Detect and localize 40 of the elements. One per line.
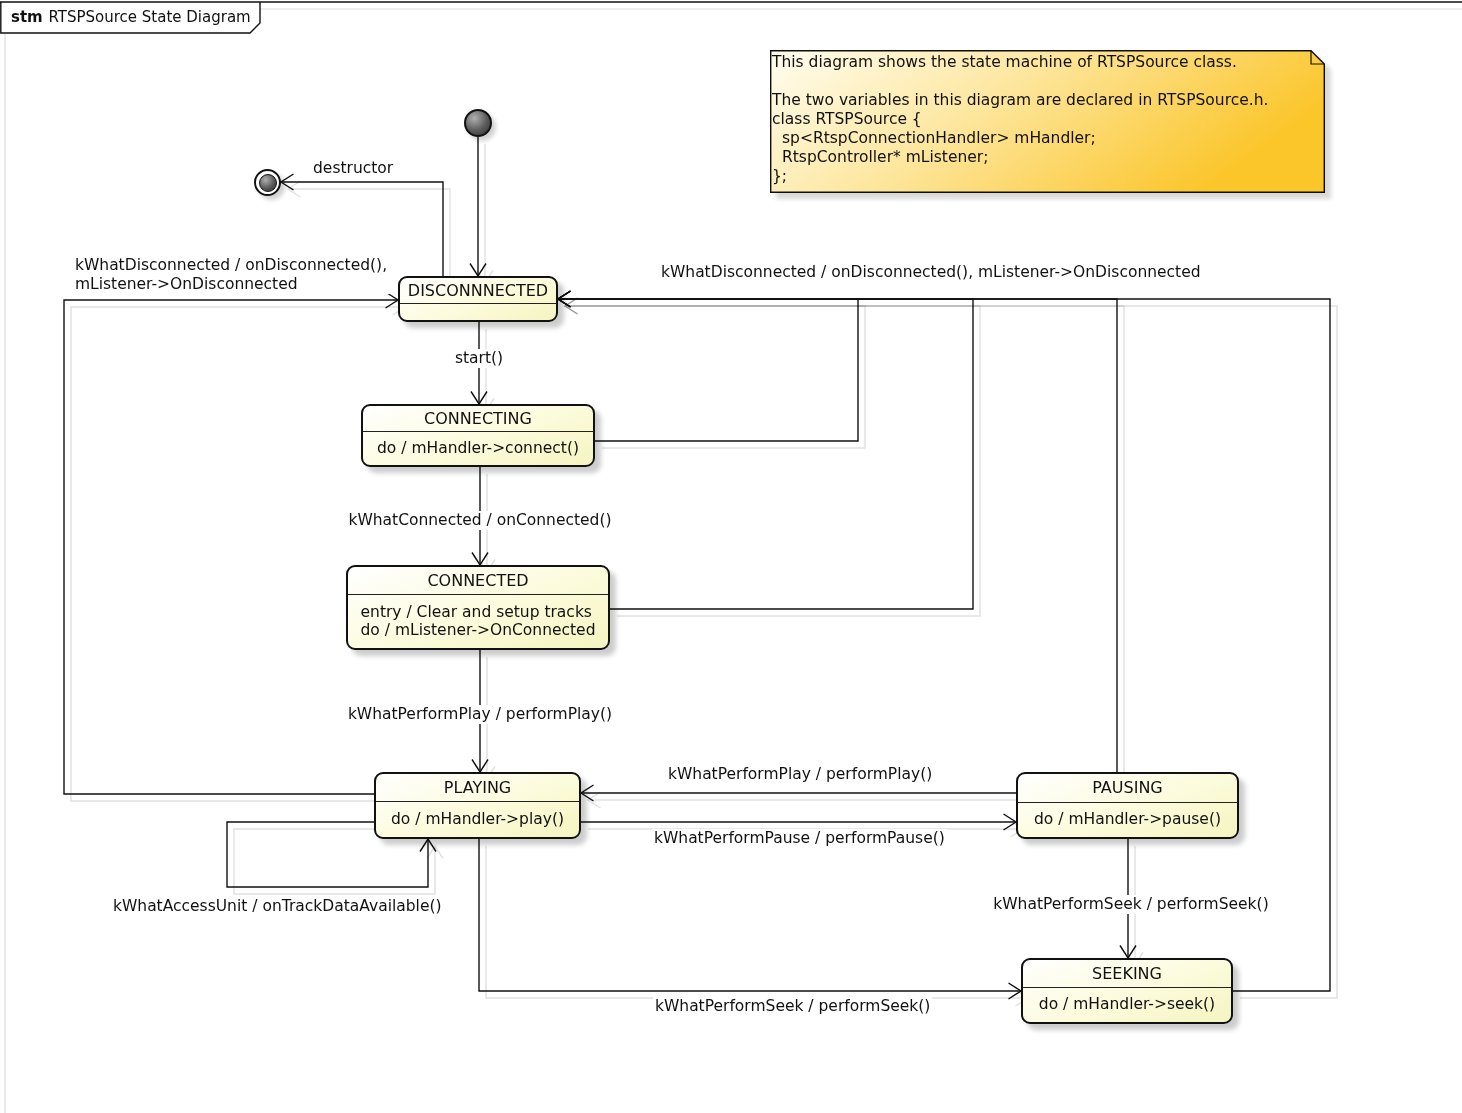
state-box — [398, 276, 558, 322]
transition-label: kWhatPerformPause / performPause() — [652, 829, 947, 848]
transition-arrow — [226, 821, 437, 888]
diagram-title: stm RTSPSource State Diagram — [11, 8, 251, 26]
state-box — [1016, 772, 1239, 839]
transition-arrow — [469, 136, 487, 277]
state-name: PAUSING — [1092, 779, 1163, 797]
state-activity: do / mHandler->play() — [391, 809, 564, 828]
transition-arrow — [478, 838, 1022, 1000]
state-name: SEEKING — [1092, 964, 1162, 983]
initial-state-dot — [464, 109, 492, 137]
state-name: DISCONNNECTED — [407, 281, 549, 300]
note-text: The two variables in this diagram are declared in RTSPSource.h. — [772, 91, 1269, 110]
state-activity: do / mHandler->pause() — [1034, 810, 1221, 828]
transition-arrow — [580, 813, 1017, 831]
note-text: class RTSPSource { — [772, 110, 922, 129]
state-activity: do / mHandler->connect() — [377, 438, 579, 457]
transition-label: kWhatAccessUnit / onTrackDataAvailable() — [111, 897, 444, 916]
state-box — [1021, 958, 1233, 1024]
state-name: CONNECTED — [427, 571, 529, 590]
note-text: }; — [772, 167, 788, 186]
transition-arrow — [280, 173, 444, 277]
state-box — [361, 404, 595, 467]
state-box — [346, 565, 610, 650]
note — [770, 50, 1325, 193]
final-state-bullseye — [254, 169, 281, 196]
state-activity: entry / Clear and setup tracks — [360, 602, 592, 621]
state-name: PLAYING — [443, 778, 512, 797]
state-activity: do / mHandler->seek() — [1038, 995, 1216, 1013]
transition-label: kWhatDisconnected / onDisconnected(), mListener->OnDisconnected — [659, 263, 1203, 282]
note-text: This diagram shows the state machine of RTSPSource class. — [772, 53, 1237, 72]
transition-arrow — [580, 784, 1017, 802]
note-text: sp<RtspConnectionHandler> mHandler; — [782, 129, 1096, 148]
transition-label: kWhatPerformSeek / performSeek() — [991, 895, 1271, 914]
transition-arrow — [557, 290, 1331, 992]
note-text: RtspController* mListener; — [782, 148, 989, 167]
state-box — [374, 772, 581, 839]
state-activity: do / mListener->OnConnected — [360, 620, 596, 639]
state-name: CONNECTING — [424, 409, 532, 428]
transition-label: kWhatConnected / onConnected() — [346, 511, 614, 530]
